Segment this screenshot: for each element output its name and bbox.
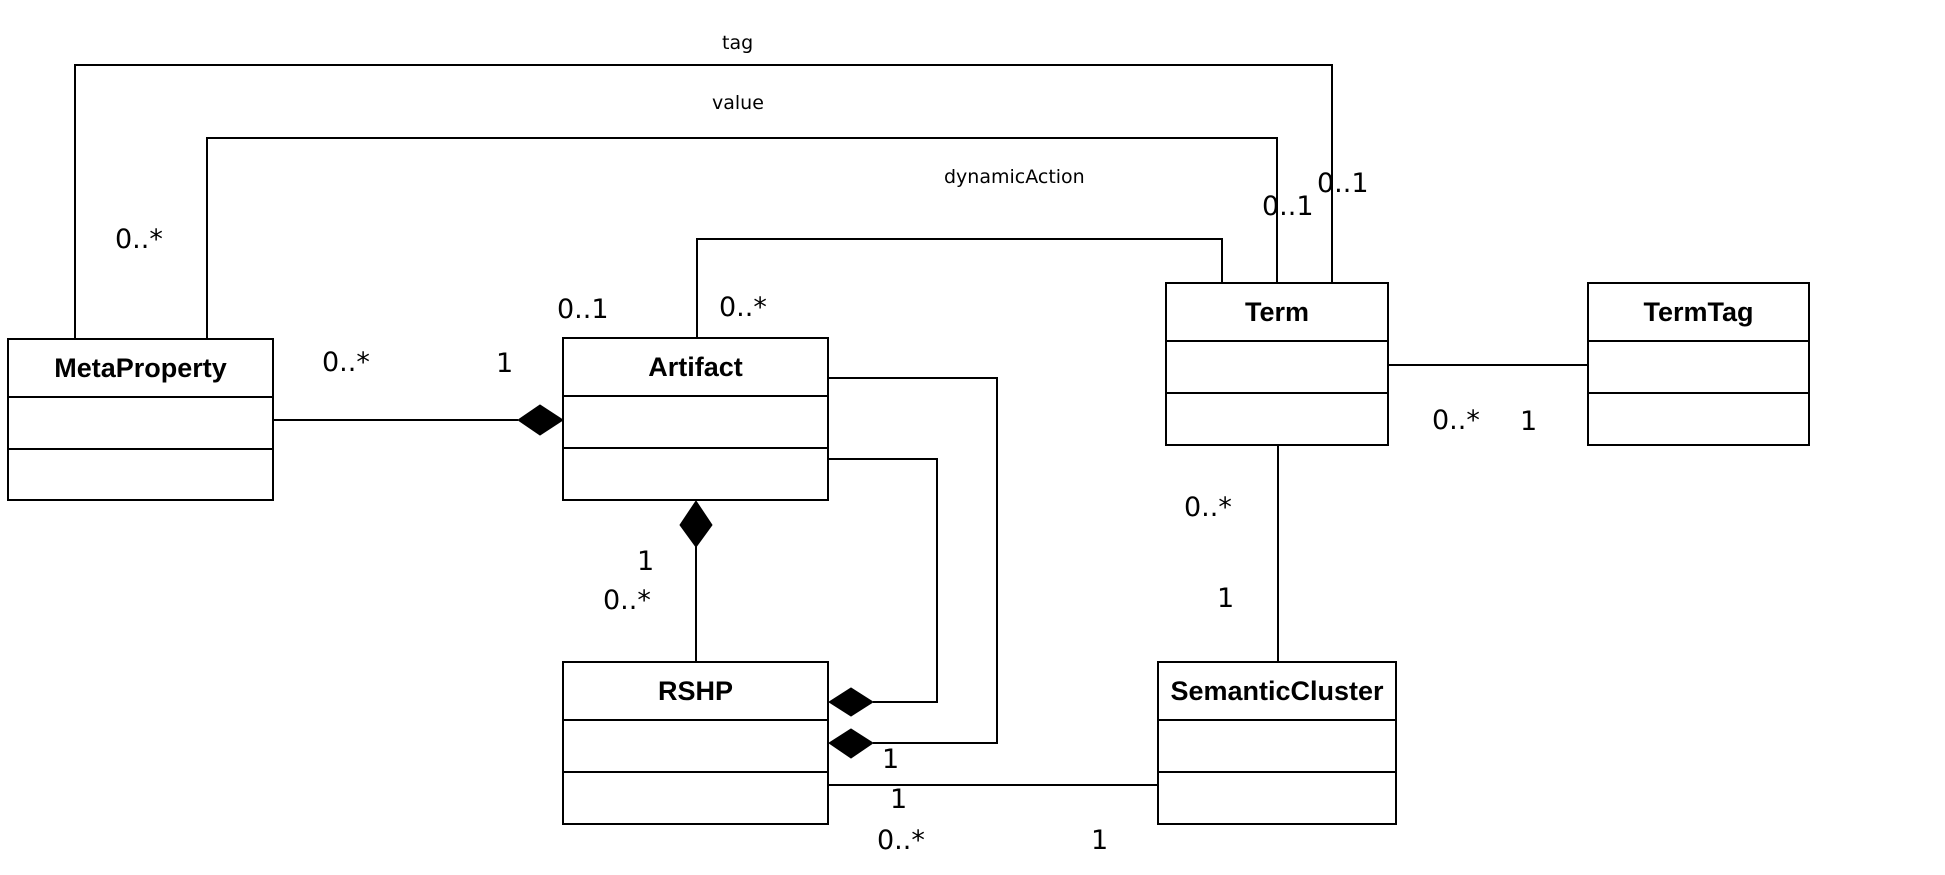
termtag-operations-compartment <box>1589 394 1808 444</box>
multiplicity-rshp-loop-end: 1 <box>882 744 899 775</box>
multiplicity-term-value-end: 0..1 <box>1262 191 1314 222</box>
metaproperty-class[interactable]: MetaProperty <box>7 338 274 501</box>
semanticcluster-operations-compartment <box>1159 773 1395 823</box>
multiplicity-artifact-dynamic-end: 0..* <box>719 292 767 323</box>
metaproperty-operations-compartment <box>9 450 272 499</box>
metaproperty-class-name: MetaProperty <box>9 340 272 398</box>
multiplicity-termtag-end: 1 <box>1520 406 1537 437</box>
termtag-class-name: TermTag <box>1589 284 1808 342</box>
artifact-attributes-compartment <box>564 397 827 449</box>
rshp-attributes-compartment <box>564 721 827 773</box>
rshp-operations-compartment <box>564 773 827 823</box>
rshp-artifact-loop-outer-diamond <box>828 728 874 759</box>
semanticcluster-class-name: SemanticCluster <box>1159 663 1395 721</box>
multiplicity-term-tag-end: 0..1 <box>1317 168 1369 199</box>
value-association-label: value <box>712 92 764 114</box>
artifact-operations-compartment <box>564 449 827 499</box>
multiplicity-rshp-artifact-end: 0..* <box>603 585 651 616</box>
multiplicity-artifact-left: 0..1 <box>557 294 609 325</box>
multiplicity-metaproperty-composition-end: 0..* <box>322 347 370 378</box>
dynamic-action-association-label: dynamicAction <box>944 166 1085 188</box>
rshp-artifact-loop-inner-diamond <box>828 687 874 717</box>
metaproperty-artifact-composition-diamond <box>517 404 564 436</box>
metaproperty-attributes-compartment <box>9 398 272 450</box>
artifact-class-name: Artifact <box>564 339 827 397</box>
artifact-class[interactable]: Artifact <box>562 337 829 501</box>
multiplicity-metaproperty-top: 0..* <box>115 224 163 255</box>
rshp-class[interactable]: RSHP <box>562 661 829 825</box>
multiplicity-cluster-term-end: 1 <box>1217 583 1234 614</box>
multiplicity-term-cluster-end: 0..* <box>1184 492 1232 523</box>
semanticcluster-attributes-compartment <box>1159 721 1395 773</box>
multiplicity-cluster-rshp-end: 1 <box>1091 825 1108 856</box>
term-attributes-compartment <box>1167 342 1387 394</box>
multiplicity-term-termtag-end: 0..* <box>1432 405 1480 436</box>
termtag-class[interactable]: TermTag <box>1587 282 1810 446</box>
rshp-artifact-loop-outer-line <box>828 377 998 744</box>
term-operations-compartment <box>1167 394 1387 444</box>
term-class[interactable]: Term <box>1165 282 1389 446</box>
multiplicity-artifact-composition-end: 1 <box>496 348 513 379</box>
rshp-artifact-loop-inner-line <box>828 458 938 703</box>
multiplicity-rshp-cluster-near: 1 <box>890 784 907 815</box>
tag-association-label: tag <box>722 32 753 54</box>
value-association-line <box>206 137 1278 340</box>
term-class-name: Term <box>1167 284 1387 342</box>
multiplicity-artifact-rshp-top: 1 <box>637 546 654 577</box>
tag-association-line <box>74 64 1333 340</box>
artifact-rshp-composition-diamond <box>679 500 713 548</box>
dynamic-action-association-line <box>696 238 1223 339</box>
semanticcluster-class[interactable]: SemanticCluster <box>1157 661 1397 825</box>
termtag-attributes-compartment <box>1589 342 1808 394</box>
rshp-class-name: RSHP <box>564 663 827 721</box>
multiplicity-rshp-cluster-end: 0..* <box>877 825 925 856</box>
